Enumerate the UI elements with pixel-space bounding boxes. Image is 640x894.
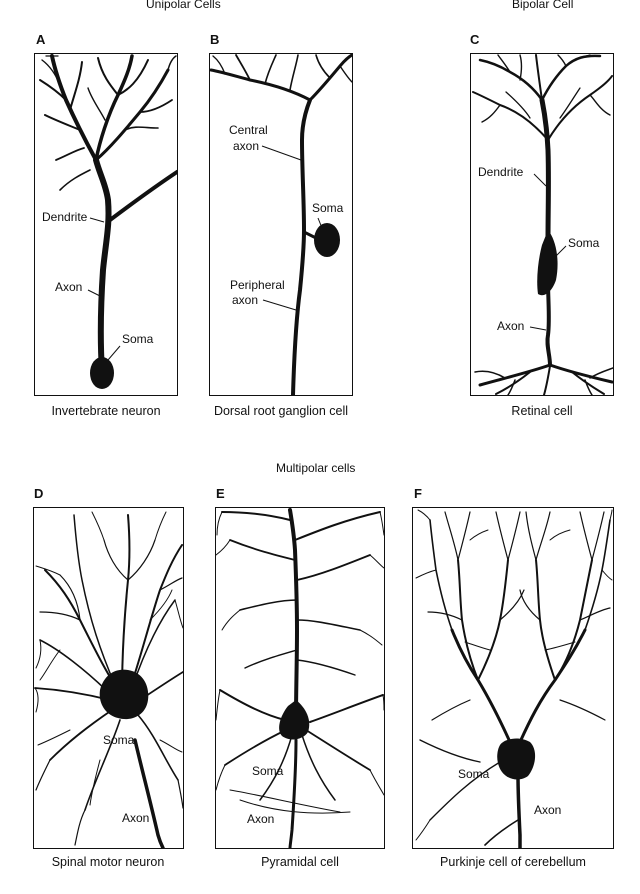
- caption-d: Spinal motor neuron: [51, 855, 165, 869]
- label-f-soma: Soma: [458, 767, 490, 781]
- label-e-soma: Soma: [252, 764, 284, 778]
- caption-f: Purkinje cell of cerebellum: [440, 855, 586, 869]
- label-c-soma: Soma: [568, 236, 600, 250]
- panel-letter-f: F: [414, 486, 422, 501]
- header-unipolar: Unipolar Cells: [146, 0, 221, 11]
- label-a-soma: Soma: [122, 332, 154, 346]
- header-multipolar: Multipolar cells: [276, 461, 356, 475]
- labels-e: Soma Axon: [247, 764, 284, 826]
- neuron-f: [415, 509, 613, 848]
- neuron-d: [34, 511, 183, 848]
- label-f-axon: Axon: [534, 803, 561, 817]
- label-b-soma: Soma: [312, 201, 344, 215]
- label-b-peripheral-2: axon: [232, 293, 258, 307]
- caption-c: Retinal cell: [511, 404, 573, 418]
- label-a-axon: Axon: [55, 280, 82, 294]
- neuron-e: [216, 508, 384, 848]
- label-b-central-2: axon: [233, 139, 259, 153]
- labels-c: Dendrite Soma Axon: [478, 165, 600, 333]
- label-d-axon: Axon: [122, 811, 149, 825]
- neuron-a: [39, 54, 177, 389]
- panel-letter-a: A: [36, 32, 46, 47]
- header-bipolar: Bipolar Cell: [512, 0, 574, 11]
- labels-d: Soma Axon: [103, 733, 149, 825]
- label-c-axon: Axon: [497, 319, 524, 333]
- caption-b: Dorsal root ganglion cell: [213, 404, 349, 418]
- panel-letter-d: D: [34, 486, 44, 501]
- label-c-dendrite: Dendrite: [478, 165, 524, 179]
- label-b-peripheral-1: Peripheral: [230, 278, 285, 292]
- panel-letter-e: E: [216, 486, 225, 501]
- label-a-dendrite: Dendrite: [42, 210, 88, 224]
- labels-a: Dendrite Axon Soma: [42, 210, 154, 361]
- panel-frame-f: [412, 507, 614, 849]
- label-d-soma: Soma: [103, 733, 135, 747]
- panel-letter-b: B: [210, 32, 220, 47]
- neuron-b: [210, 54, 352, 395]
- label-e-axon: Axon: [247, 812, 274, 826]
- caption-e: Pyramidal cell: [261, 855, 339, 869]
- labels-f: Soma Axon: [458, 767, 561, 817]
- caption-a: Invertebrate neuron: [51, 404, 161, 418]
- labels-b: Central axon Soma Peripheral axon: [229, 123, 344, 311]
- panel-letter-c: C: [470, 32, 480, 47]
- neuron-c: [472, 54, 613, 395]
- label-b-central-1: Central: [229, 123, 268, 137]
